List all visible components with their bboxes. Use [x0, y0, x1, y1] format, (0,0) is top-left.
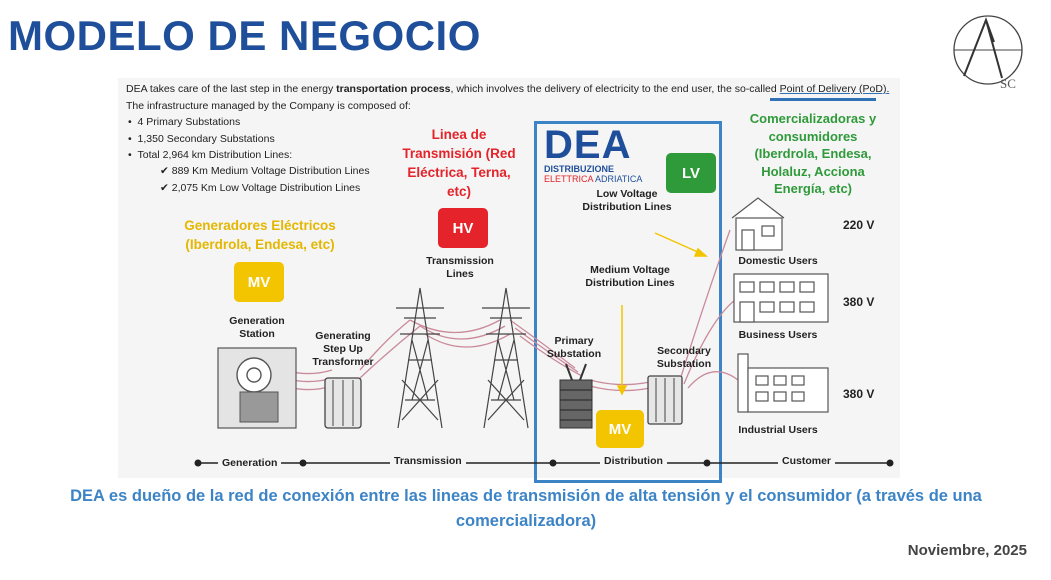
lv-badge: LV — [666, 153, 716, 193]
secondary-substation-label: Secondary Substation — [656, 345, 712, 370]
voltage-industrial: 380 V — [843, 387, 875, 401]
industrial-building-icon — [737, 353, 829, 413]
linea-transmision-label: Linea de Transmisión (Red Eléctrica, Ter… — [402, 127, 516, 199]
secondary-substation-icon — [647, 375, 683, 425]
industrial-users-label: Industrial Users — [738, 424, 818, 436]
asc-logo: SC — [953, 15, 1023, 91]
page-title: MODELO DE NEGOCIO — [8, 12, 481, 59]
lv-lines-label: Low Voltage Distribution Lines — [582, 188, 672, 213]
intro-bold: transportation process — [336, 83, 451, 95]
check-icon: ✔ — [160, 165, 169, 177]
intro-part3: , which involves the delivery of electri… — [450, 83, 780, 95]
voltage-business: 380 V — [843, 295, 875, 309]
pod-underline — [770, 98, 876, 101]
date-label: Noviembre, 2025 — [907, 542, 1027, 559]
intro-line2: The infrastructure managed by the Compan… — [126, 99, 411, 112]
check-icon: ✔ — [160, 181, 169, 194]
dea-logo: DEA DISTRIBUZIONE ELETTRICA ADRIATICA — [544, 123, 644, 184]
intro-text: DEA takes care of the last step in the e… — [126, 81, 896, 114]
stage-customer: Customer — [778, 455, 836, 467]
pod-text: Point of Delivery (PoD). — [779, 83, 890, 95]
dea-highlight-box — [534, 121, 722, 483]
mv-badge-distribution: MV — [596, 410, 644, 448]
dea-sub2b: ADRIATICA — [595, 174, 643, 184]
list-item: • Total 2,964 km Distribution Lines: — [128, 149, 293, 161]
primary-substation-label: Primary Substation — [546, 335, 602, 360]
stage-generation: Generation — [218, 457, 282, 469]
mv-lines-label: Medium Voltage Distribution Lines — [585, 264, 675, 289]
hv-badge: HV — [438, 208, 488, 248]
domestic-house-icon — [731, 197, 785, 251]
list-item: • 1,350 Secondary Substations — [128, 132, 275, 145]
transmission-tower-icon — [396, 287, 444, 429]
generation-station-label: Generation Station — [229, 315, 285, 340]
business-building-icon — [733, 273, 829, 323]
transmission-lines-label: Transmission Lines — [426, 255, 494, 280]
business-users-label: Business Users — [738, 329, 818, 341]
footer-statement: DEA es dueño de la red de conexión entre… — [70, 487, 982, 530]
generadores-label: Generadores Eléctricos (Iberdrola, Endes… — [184, 218, 336, 252]
list-item: • 4 Primary Substations — [128, 116, 241, 128]
dea-sub1: DISTRIBUZIONE — [544, 164, 615, 174]
dea-wordmark: DEA — [544, 123, 632, 167]
list-item: ✔ 2,075 Km Low Voltage Distribution Line… — [160, 181, 361, 194]
generation-station-icon — [217, 347, 297, 429]
transmission-tower-icon — [482, 287, 530, 429]
comercializadoras-label: Comercializadoras y consumidores (Iberdr… — [749, 111, 877, 196]
mv-badge-generation: MV — [234, 262, 284, 302]
dea-sub2a: ELETTRICA — [544, 174, 596, 184]
logo-suffix: SC — [1000, 76, 1016, 91]
stage-transmission: Transmission — [390, 455, 466, 467]
step-up-transformer-label: Generating Step Up Transformer — [312, 330, 374, 368]
intro-part1: DEA takes care of the last step in the e… — [126, 83, 337, 95]
voltage-domestic: 220 V — [843, 218, 875, 232]
primary-substation-icon — [559, 363, 593, 429]
infrastructure-list: • 4 Primary Substations • 1,350 Secondar… — [128, 114, 292, 164]
domestic-users-label: Domestic Users — [738, 255, 818, 267]
step-up-transformer-icon — [324, 377, 362, 429]
stage-distribution: Distribution — [600, 455, 667, 467]
distribution-sublist: ✔ 889 Km Medium Voltage Distribution Lin… — [160, 163, 370, 196]
list-item: ✔ 889 Km Medium Voltage Distribution Lin… — [160, 165, 370, 177]
